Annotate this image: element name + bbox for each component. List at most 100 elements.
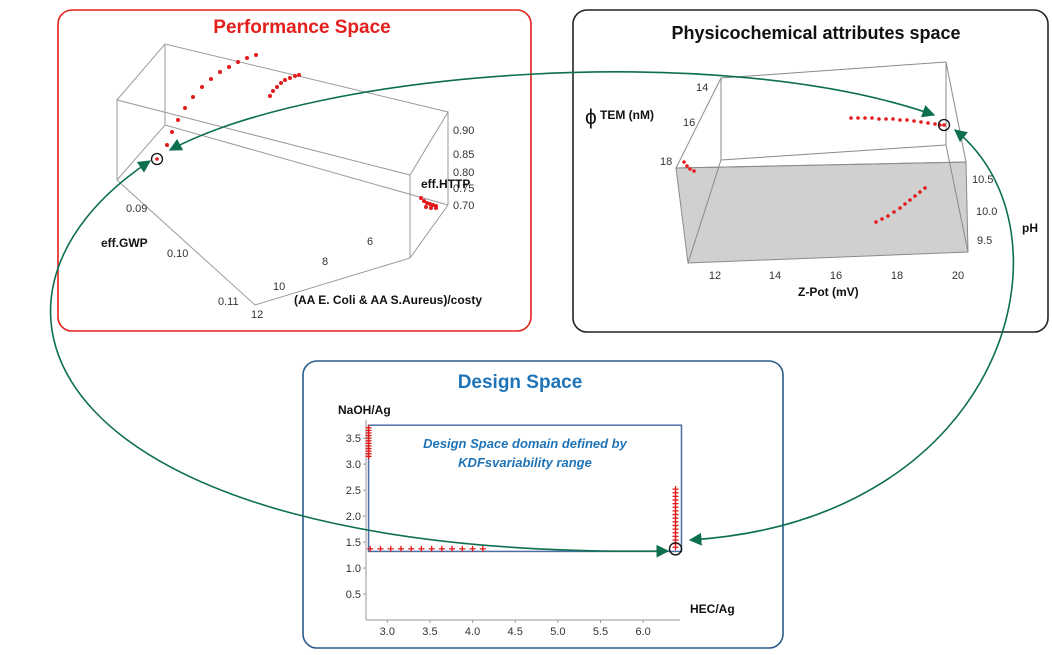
performance-point bbox=[183, 106, 187, 110]
performance-point bbox=[279, 81, 283, 85]
performance-point bbox=[191, 95, 195, 99]
performance-y-label: eff.GWP bbox=[101, 236, 148, 250]
physico-point bbox=[919, 120, 923, 124]
physico-space-title: Physicochemical attributes space bbox=[671, 23, 960, 43]
design-x-tick-label: 5.0 bbox=[550, 626, 565, 638]
performance-point bbox=[271, 89, 275, 93]
arrow-performance-to-physico bbox=[168, 71, 936, 151]
physico-space-panel: Physicochemical attributes space bbox=[572, 9, 1049, 333]
physico-point bbox=[942, 123, 946, 127]
performance-point bbox=[209, 77, 213, 81]
z-tick: 0.90 bbox=[453, 125, 474, 137]
design-y-tick-label: 3.5 bbox=[346, 433, 361, 445]
performance-point bbox=[254, 53, 258, 57]
connection-arrows bbox=[49, 71, 1015, 558]
physico-point bbox=[923, 186, 927, 190]
performance-point bbox=[218, 70, 222, 74]
design-x-tick-label: 5.5 bbox=[593, 626, 608, 638]
zpot-tick: 12 bbox=[709, 270, 721, 282]
tem-axis-label: TEM (nM) bbox=[600, 108, 654, 122]
design-space-title: Design Space bbox=[458, 372, 583, 393]
design-point bbox=[672, 486, 679, 493]
y-tick: 0.10 bbox=[167, 248, 188, 260]
performance-point bbox=[227, 65, 231, 69]
design-x-tick-label: 4.5 bbox=[508, 626, 523, 638]
performance-point bbox=[275, 85, 279, 89]
physico-point bbox=[908, 198, 912, 202]
physico-point bbox=[892, 210, 896, 214]
ph-tick: 10.0 bbox=[976, 206, 997, 218]
physico-point bbox=[926, 121, 930, 125]
arrow-physico-to-design bbox=[688, 129, 1015, 546]
x-tick: 8 bbox=[322, 256, 328, 268]
zpot-tick: 20 bbox=[952, 270, 964, 282]
physico-point bbox=[682, 160, 686, 164]
x-tick: 10 bbox=[273, 281, 285, 293]
ph-tick: 10.5 bbox=[972, 174, 993, 186]
performance-space-panel: Performance Space bbox=[57, 9, 532, 332]
design-space-panel: Design Space NaOH/Ag HEC/Ag 0.51.01.52.0… bbox=[302, 360, 784, 649]
y-tick: 0.09 bbox=[126, 203, 147, 215]
physico-point bbox=[912, 119, 916, 123]
physico-point bbox=[849, 116, 853, 120]
ph-axis-label: pH bbox=[1022, 221, 1038, 235]
performance-x-label: (AA E. Coli & AA S.Aureus)/costy bbox=[294, 293, 482, 307]
performance-point bbox=[434, 206, 438, 210]
physico-point bbox=[933, 122, 937, 126]
zpot-tick: 14 bbox=[769, 270, 781, 282]
z-tick: 0.70 bbox=[453, 200, 474, 212]
design-y-tick-label: 0.5 bbox=[346, 589, 361, 601]
performance-point bbox=[283, 78, 287, 82]
arrow-performance-to-design bbox=[49, 160, 670, 558]
performance-point bbox=[170, 130, 174, 134]
physico-point bbox=[898, 206, 902, 210]
design-y-tick-label: 1.5 bbox=[346, 537, 361, 549]
performance-point bbox=[268, 94, 272, 98]
performance-point bbox=[288, 76, 292, 80]
z-tick: 0.85 bbox=[453, 149, 474, 161]
physico-point bbox=[863, 116, 867, 120]
physico-point bbox=[898, 118, 902, 122]
performance-space-title: Performance Space bbox=[213, 17, 390, 38]
zpot-axis-label: Z-Pot (mV) bbox=[798, 285, 859, 299]
x-tick: 6 bbox=[367, 236, 373, 248]
performance-point bbox=[236, 60, 240, 64]
design-domain-caption-line2: KDFsvariability range bbox=[458, 455, 592, 470]
phi-symbol: ϕ bbox=[585, 106, 597, 129]
performance-point bbox=[165, 143, 169, 147]
performance-point bbox=[245, 56, 249, 60]
design-x-tick-label: 6.0 bbox=[635, 626, 650, 638]
design-y-tick-label: 2.5 bbox=[346, 485, 361, 497]
physico-point bbox=[856, 116, 860, 120]
physico-point bbox=[880, 217, 884, 221]
physico-point bbox=[692, 169, 696, 173]
performance-point bbox=[293, 74, 297, 78]
performance-point bbox=[297, 73, 301, 77]
physico-point bbox=[891, 117, 895, 121]
performance-point bbox=[424, 205, 428, 209]
physico-point bbox=[877, 117, 881, 121]
zpot-tick: 16 bbox=[830, 270, 842, 282]
design-y-tick-label: 2.0 bbox=[346, 511, 361, 523]
physico-point bbox=[903, 202, 907, 206]
performance-point bbox=[419, 196, 423, 200]
ph-axis-ticks: 10.5 10.0 9.5 bbox=[972, 174, 997, 247]
tem-tick: 18 bbox=[660, 156, 672, 168]
physico-point bbox=[685, 164, 689, 168]
performance-point bbox=[176, 118, 180, 122]
physico-point bbox=[688, 167, 692, 171]
physico-floor-plane bbox=[675, 161, 969, 264]
design-y-tick-label: 3.0 bbox=[346, 459, 361, 471]
performance-point bbox=[429, 206, 433, 210]
design-selected-marker bbox=[668, 542, 683, 556]
design-x-tick-label: 3.5 bbox=[422, 626, 437, 638]
y-tick: 0.11 bbox=[218, 296, 239, 308]
design-y-tick-label: 1.0 bbox=[346, 563, 361, 575]
physico-point bbox=[886, 214, 890, 218]
physico-point bbox=[870, 116, 874, 120]
zpot-tick: 18 bbox=[891, 270, 903, 282]
design-domain-caption-line1: Design Space domain defined by bbox=[423, 436, 627, 451]
physico-point bbox=[874, 220, 878, 224]
